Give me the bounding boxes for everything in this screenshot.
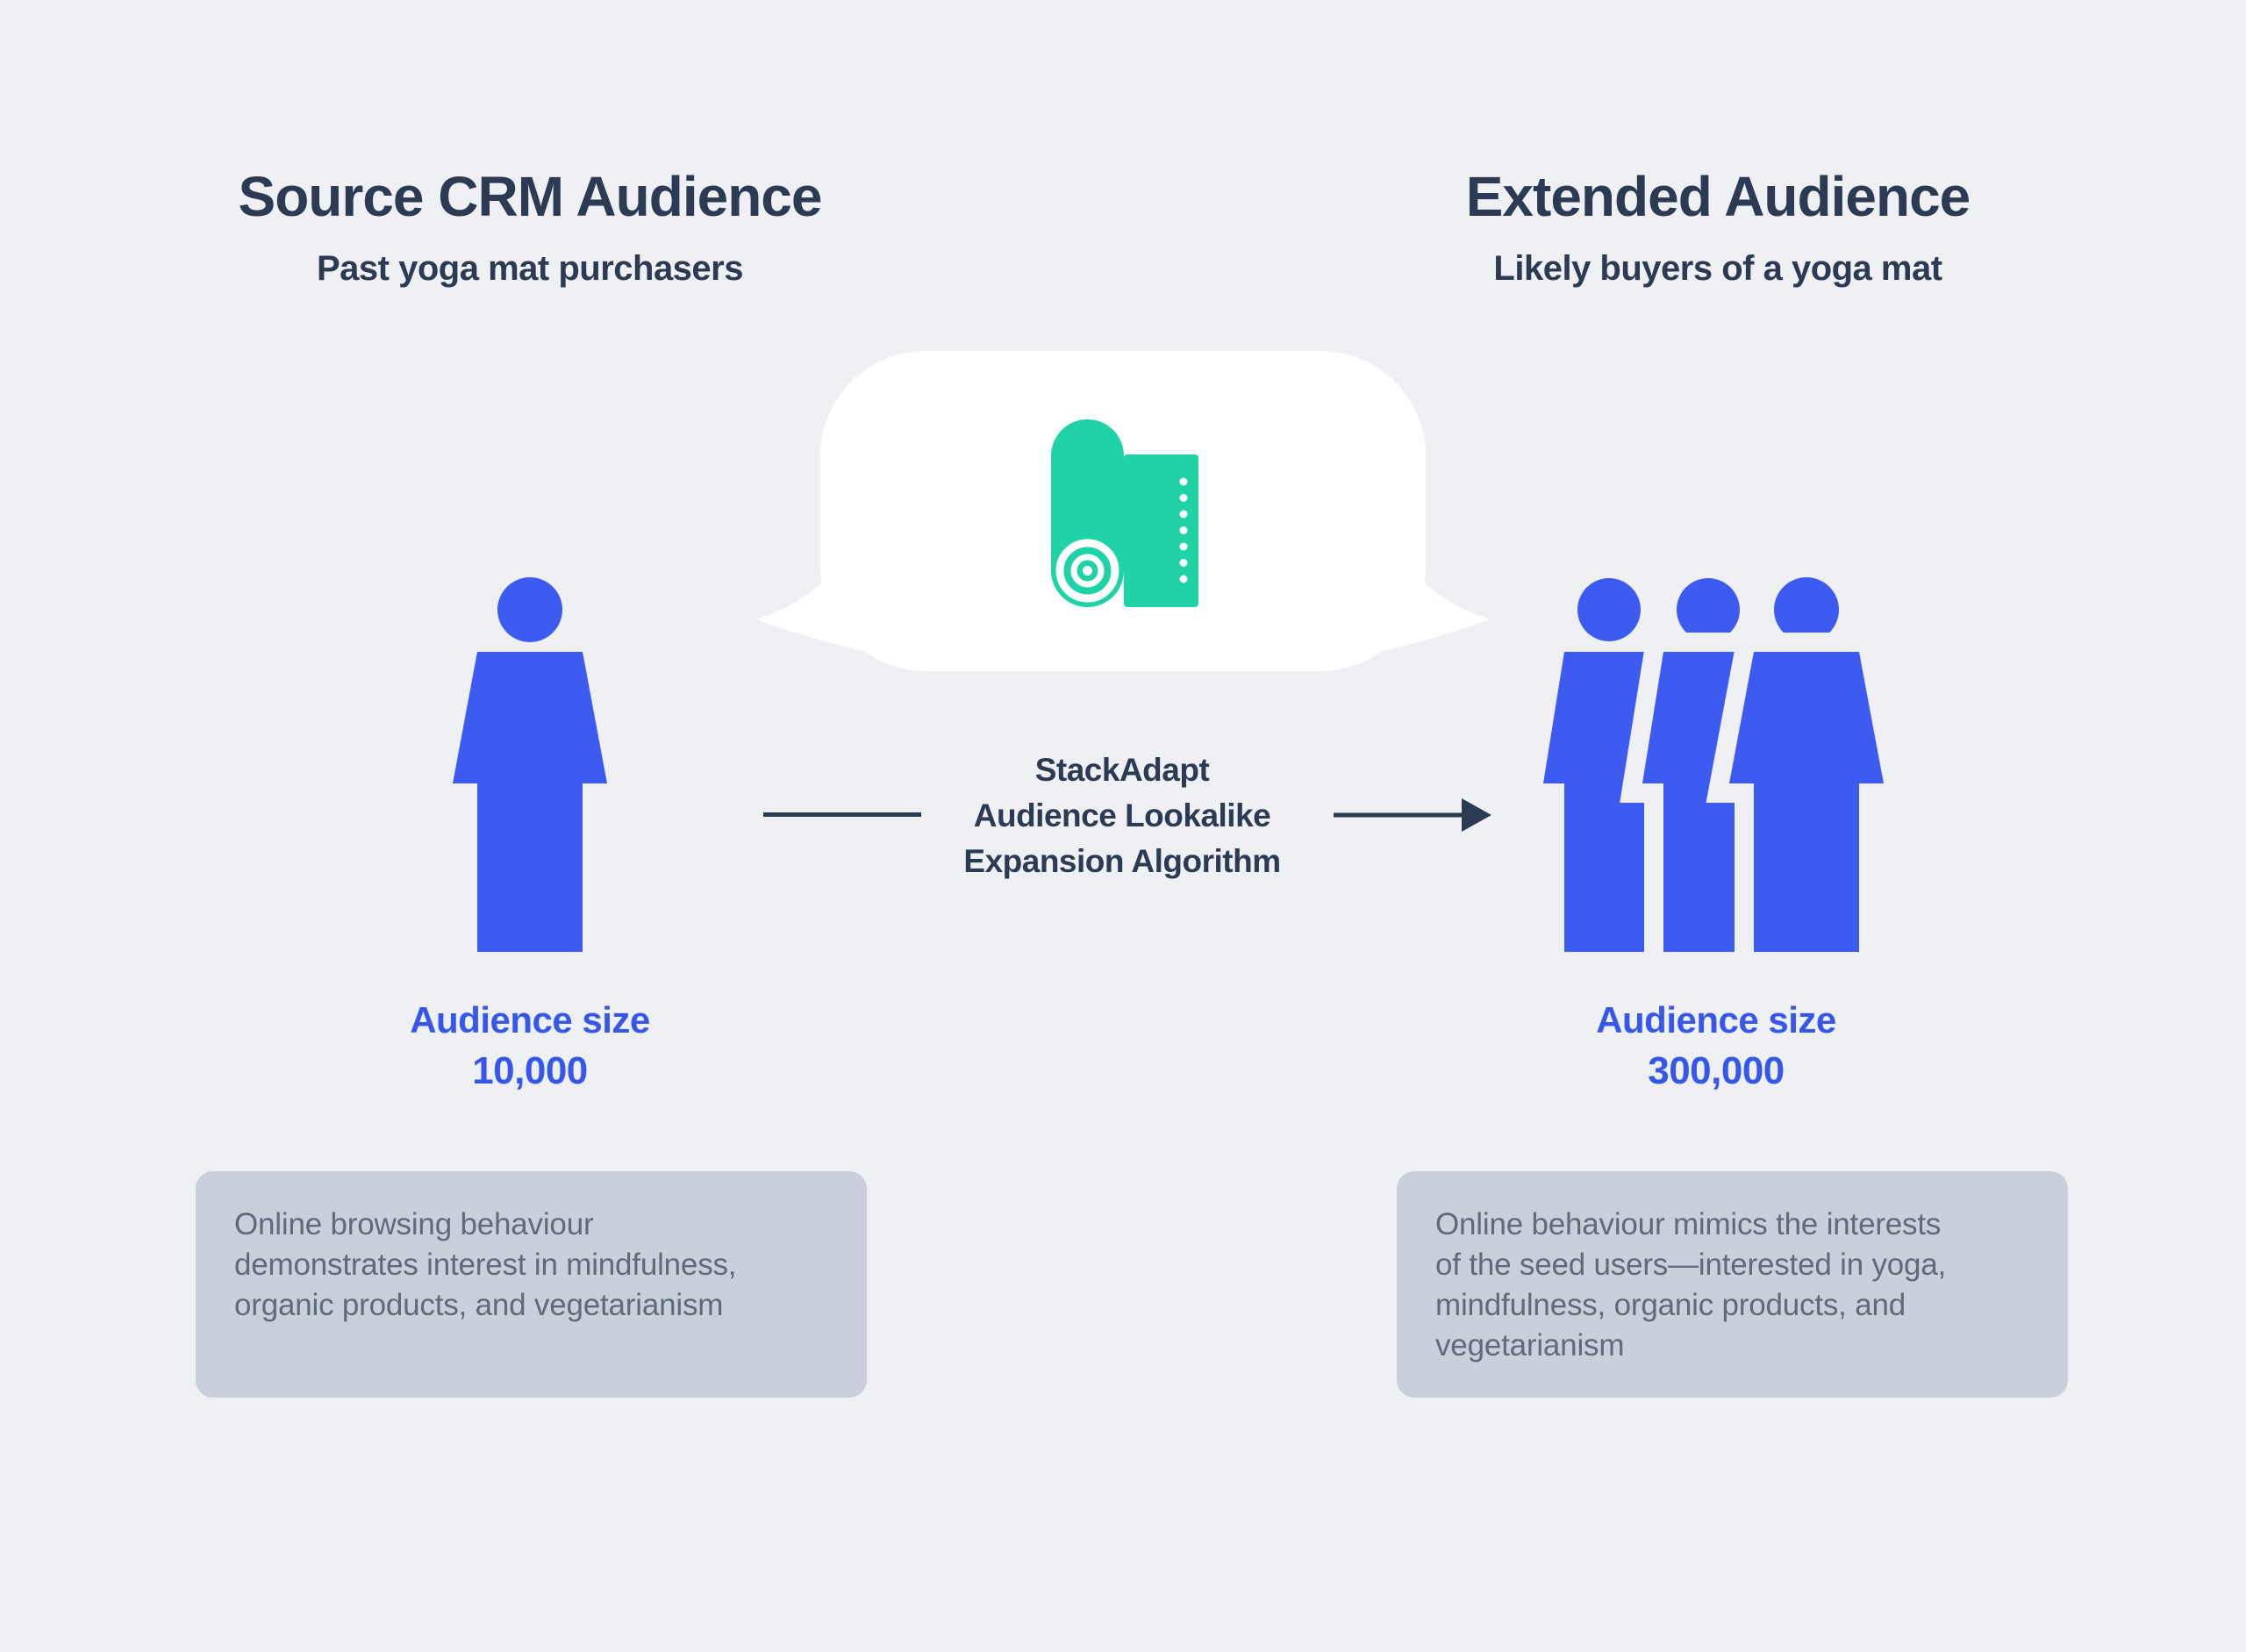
- right-panel-title: Extended Audience: [1465, 165, 1971, 228]
- speech-bubble: [737, 333, 1509, 684]
- right-audience-size: Audience size 300,000: [1453, 995, 1979, 1097]
- mat-dotted-edge: [1179, 477, 1188, 583]
- right-audience-size-value: 300,000: [1648, 1049, 1785, 1092]
- people-group-icon: [1504, 558, 1907, 971]
- algorithm-line-3: Expansion Algorithm: [963, 843, 1281, 879]
- yoga-mat-icon: [1051, 419, 1198, 607]
- flow-line-left: [763, 812, 921, 817]
- left-description-text: Online browsing behaviour demonstrates i…: [234, 1207, 737, 1322]
- person-front: [1706, 558, 1907, 971]
- arrowhead-icon: [1462, 798, 1491, 832]
- left-panel-subtitle: Past yoga mat purchasers: [317, 249, 744, 288]
- left-audience-size-value: 10,000: [472, 1049, 588, 1092]
- flow-arrow-right: [1334, 797, 1491, 833]
- left-audience-size-label: Audience size: [410, 999, 650, 1041]
- left-audience-size: Audience size 10,000: [267, 995, 793, 1097]
- speech-bubble-icon: [756, 351, 1490, 671]
- algorithm-line-2: Audience Lookalike: [973, 797, 1271, 833]
- left-description-card: Online browsing behaviour demonstrates i…: [196, 1171, 867, 1398]
- right-description-card: Online behaviour mimics the interests of…: [1397, 1171, 2068, 1398]
- right-audience-size-label: Audience size: [1596, 999, 1836, 1041]
- left-panel-title: Source CRM Audience: [238, 165, 823, 228]
- right-description-text: Online behaviour mimics the interests of…: [1435, 1207, 1947, 1362]
- algorithm-label: StackAdapt Audience Lookalike Expansion …: [859, 747, 1385, 884]
- algorithm-line-1: StackAdapt: [1034, 752, 1210, 788]
- right-panel-subtitle: Likely buyers of a yoga mat: [1493, 249, 1942, 288]
- single-person-icon: [442, 575, 618, 961]
